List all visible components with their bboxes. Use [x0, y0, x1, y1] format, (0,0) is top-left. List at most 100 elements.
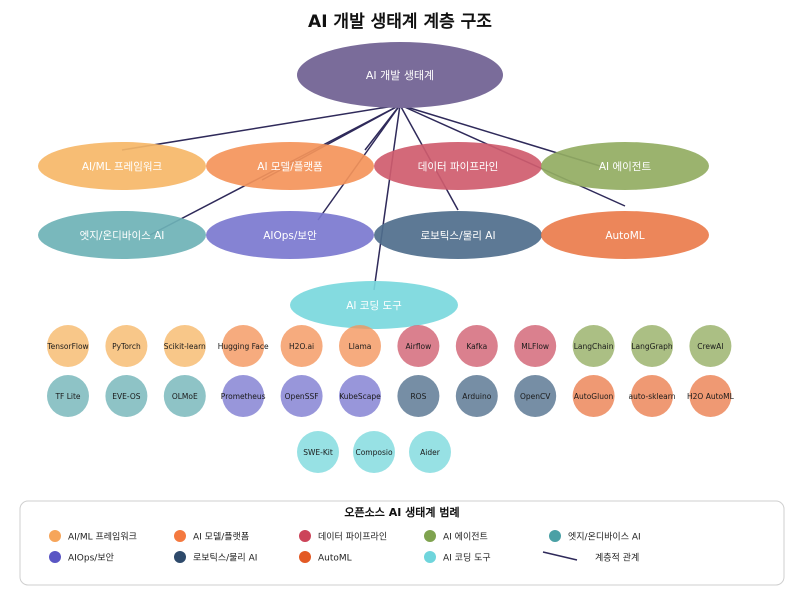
tool-node[interactable]: KubeScape: [339, 375, 381, 417]
category-label: 로보틱스/물리 AI: [420, 230, 495, 242]
root-label: AI 개발 생태계: [366, 69, 434, 82]
tool-node[interactable]: MLFlow: [514, 325, 557, 367]
legend-swatch: [49, 530, 61, 542]
tool-circle: [47, 375, 89, 417]
legend-label: AutoML: [318, 554, 352, 564]
tool-node[interactable]: Scikit-learn: [164, 325, 206, 367]
tool-node[interactable]: LangChain: [572, 325, 615, 367]
tool-node[interactable]: Composio: [353, 431, 395, 473]
category-ellipse: [38, 211, 206, 259]
category-label: 엣지/온디바이스 AI: [80, 230, 165, 242]
tool-node[interactable]: H2O.ai: [280, 325, 323, 367]
category-label: AIOps/보안: [263, 230, 317, 242]
diagram-title: AI 개발 생태계 계층 구조: [308, 12, 492, 32]
legend-label: AI 에이전트: [443, 532, 488, 543]
tool-circle: [514, 325, 557, 367]
tool-circle: [105, 325, 148, 367]
tool-node[interactable]: OLMoE: [163, 375, 206, 417]
tool-node[interactable]: TensorFlow: [46, 325, 89, 367]
tool-node[interactable]: EVE-OS: [105, 375, 148, 417]
tool-circle: [631, 375, 673, 417]
tool-node[interactable]: AutoGluon: [572, 375, 615, 417]
tool-label: Arduino: [462, 392, 491, 401]
tool-circle: [689, 375, 732, 417]
legend-label: AI 코딩 도구: [443, 553, 491, 564]
tool-node[interactable]: PyTorch: [105, 325, 148, 367]
tool-circle: [409, 431, 451, 473]
tool-circle: [514, 375, 557, 417]
category-node-edge[interactable]: 엣지/온디바이스 AI: [38, 211, 206, 259]
tool-node[interactable]: ROS: [397, 375, 440, 417]
tool-node[interactable]: Arduino: [455, 375, 498, 417]
legend-line-swatch: [542, 551, 578, 561]
tool-label: Hugging Face: [218, 342, 269, 351]
tool-node[interactable]: Airflow: [397, 325, 440, 367]
tool-circle: [689, 325, 732, 367]
tool-node[interactable]: TF Lite: [47, 375, 89, 417]
tool-circle: [339, 325, 381, 367]
tool-circle: [280, 375, 323, 417]
tool-label: Aider: [420, 448, 441, 457]
legend-item: 데이터 파이프라인: [299, 530, 387, 543]
category-node-agent[interactable]: AI 에이전트: [541, 142, 709, 190]
category-label: AutoML: [605, 230, 644, 242]
category-node-platform[interactable]: AI 모델/플랫폼: [206, 142, 374, 190]
legend-item: AI/ML 프레임워크: [49, 530, 137, 543]
tool-circle: [631, 325, 673, 367]
category-label: AI 에이전트: [599, 161, 652, 173]
legend-items: AI/ML 프레임워크 AI 모델/플랫폼 데이터 파이프라인 AI 에이전트 엣지/온…: [49, 530, 641, 564]
category-node-framework[interactable]: AI/ML 프레임워크: [38, 142, 206, 190]
category-ellipse: [374, 211, 542, 259]
legend-title: 오픈소스 AI 생태계 범례: [344, 505, 459, 519]
legend-item: AI 코딩 도구: [424, 551, 491, 564]
category-node-automl[interactable]: AutoML: [541, 211, 709, 259]
tool-label: KubeScape: [339, 392, 381, 401]
tool-circle: [222, 375, 265, 417]
category-node-coding[interactable]: AI 코딩 도구: [290, 281, 458, 329]
tool-node[interactable]: Llama: [339, 325, 381, 367]
tool-circle: [353, 431, 395, 473]
tool-node[interactable]: Prometheus: [221, 375, 266, 417]
tool-label: PyTorch: [112, 342, 141, 351]
tool-label: Llama: [349, 342, 372, 351]
tool-label: OLMoE: [172, 392, 198, 401]
legend-item: AutoML: [299, 551, 352, 564]
legend-label: 엣지/온디바이스 AI: [568, 532, 641, 543]
root-node: AI 개발 생태계: [297, 42, 503, 108]
tool-node[interactable]: SWE-Kit: [297, 431, 339, 473]
hierarchy-line-framework: [121, 104, 401, 151]
category-node-aiops[interactable]: AIOps/보안: [206, 211, 374, 259]
tool-node[interactable]: Aider: [409, 431, 451, 473]
legend-label: AI 모델/플랫폼: [193, 531, 249, 543]
hierarchy-line-coding: [373, 104, 401, 291]
legend-item: AIOps/보안: [49, 551, 114, 564]
tool-circle: [455, 325, 498, 367]
tool-node[interactable]: OpenCV: [514, 375, 557, 417]
category-ellipse: [541, 142, 709, 190]
tool-node[interactable]: Kafka: [455, 325, 498, 367]
legend-swatch: [424, 551, 436, 563]
category-ellipse: [38, 142, 206, 190]
tool-node[interactable]: LangGraph: [631, 325, 673, 367]
tool-label: Airflow: [406, 342, 432, 351]
legend-box: [19, 500, 785, 586]
category-ellipse: [206, 211, 374, 259]
root-ellipse: [297, 42, 503, 108]
category-label: AI 모델/플랫폼: [257, 161, 323, 173]
tool-node[interactable]: CrewAI: [689, 325, 732, 367]
tool-node[interactable]: OpenSSF: [280, 375, 323, 417]
tool-node[interactable]: Hugging Face: [218, 325, 269, 367]
tool-node[interactable]: H2O AutoML: [687, 375, 735, 417]
legend-swatch: [299, 551, 311, 563]
legend-label: 로보틱스/물리 AI: [193, 552, 257, 564]
tool-node[interactable]: auto-sklearn: [629, 375, 676, 417]
category-node-robotics[interactable]: 로보틱스/물리 AI: [374, 211, 542, 259]
tool-label: TF Lite: [54, 392, 80, 401]
tool-label: TensorFlow: [46, 342, 88, 351]
tool-circle: [297, 431, 339, 473]
tool-nodes: TensorFlow PyTorch Scikit-learn Hugging Fac…: [46, 325, 735, 473]
tool-label: H2O AutoML: [687, 392, 735, 401]
category-node-pipeline[interactable]: 데이터 파이프라인: [374, 142, 542, 190]
tool-label: LangChain: [574, 342, 614, 351]
legend-label: AIOps/보안: [68, 553, 114, 564]
